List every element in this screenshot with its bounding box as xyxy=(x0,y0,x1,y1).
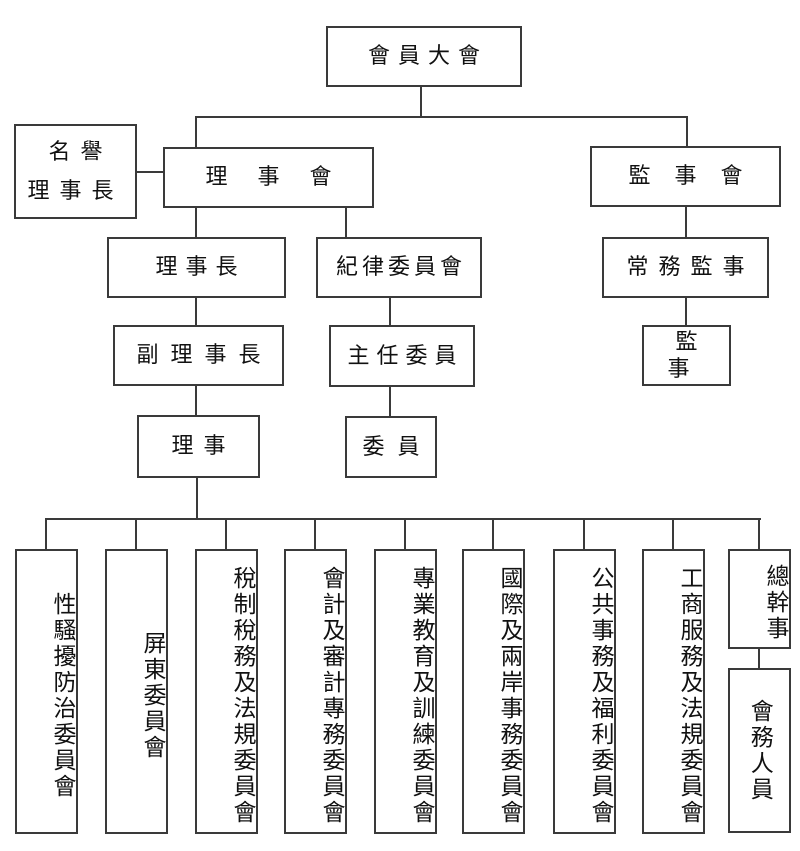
node-committee-public-affairs-welfare: 公共事務及福利委員會 xyxy=(553,549,616,834)
node-board-of-supervisors: 監事會 xyxy=(590,146,781,207)
node-label: 會務人員 xyxy=(747,698,773,803)
node-committee-accounting-auditing: 會計及審計專務委員會 xyxy=(284,549,347,834)
node-committee-professional-education-training: 專業教育及訓練委員會 xyxy=(374,549,437,834)
connector-chief-commissioner xyxy=(389,385,391,417)
node-association-staff: 會務人員 xyxy=(728,668,791,833)
node-label: 理事會 xyxy=(205,164,362,190)
node-supervisor: 監事 xyxy=(642,325,731,386)
node-committee-pingtung: 屏東委員會 xyxy=(105,549,168,834)
connector-board-discipline xyxy=(345,206,347,238)
node-label: 常務監事 xyxy=(626,254,755,280)
connector-bottom-horizontal xyxy=(45,518,761,520)
node-committee-international-cross-strait: 國際及兩岸事務委員會 xyxy=(462,549,525,834)
connector-stub-3 xyxy=(225,518,227,550)
connector-stub-9 xyxy=(758,518,760,550)
connector-stub-2 xyxy=(135,518,137,550)
connector-to-board xyxy=(195,116,197,149)
node-honorary-chairman: 名譽 理事長 xyxy=(14,124,137,219)
node-label: 會員大會 xyxy=(367,43,488,69)
node-secretary-general: 總幹事 xyxy=(728,549,791,649)
connector-stub-4 xyxy=(314,518,316,550)
node-standing-supervisor: 常務監事 xyxy=(602,237,769,298)
connector-board-chairman xyxy=(195,206,197,238)
connector-stub-6 xyxy=(492,518,494,550)
node-member-assembly: 會員大會 xyxy=(326,26,522,87)
node-label: 監事 xyxy=(667,329,714,381)
node-label: 總幹事 xyxy=(763,564,788,642)
node-label: 監事會 xyxy=(628,163,767,189)
node-label: 專業教育及訓練委員會 xyxy=(409,565,434,826)
connector-chairman-vice xyxy=(195,296,197,326)
connector-vice-director xyxy=(195,384,197,416)
connector-director-drop xyxy=(196,476,198,520)
node-label: 稅制稅務及法規委員會 xyxy=(230,565,255,826)
node-label: 屏東委員會 xyxy=(140,630,165,761)
node-label: 國際及兩岸事務委員會 xyxy=(497,565,522,826)
connector-to-supervisors xyxy=(686,116,688,149)
connector-top-horizontal xyxy=(195,116,688,118)
connector-stub-5 xyxy=(404,518,406,550)
node-committee-sexual-harassment-prevention: 性騷擾防治委員會 xyxy=(15,549,78,834)
connector-discipline-chief xyxy=(389,296,391,327)
node-discipline-committee: 紀律委員會 xyxy=(316,237,482,298)
node-label-line2: 理事長 xyxy=(27,177,124,203)
connector-secretary-staff xyxy=(758,647,760,669)
node-label: 工商服務及法規委員會 xyxy=(677,565,702,826)
node-label: 公共事務及福利委員會 xyxy=(588,565,613,826)
node-board-of-directors: 理事會 xyxy=(163,147,374,208)
node-label: 理事長 xyxy=(155,254,246,280)
node-committee-tax-system-regulations: 稅制稅務及法規委員會 xyxy=(195,549,258,834)
connector-standing-supervisor xyxy=(685,295,687,326)
node-label: 主任委員 xyxy=(347,342,464,368)
node-label: 紀律委員會 xyxy=(335,254,466,280)
node-label: 副理事長 xyxy=(136,342,273,368)
node-label: 性騷擾防治委員會 xyxy=(50,591,75,800)
connector-stub-8 xyxy=(672,518,674,550)
connector-honorary xyxy=(137,171,165,173)
connector-root-drop xyxy=(420,86,422,118)
connector-supervisors-standing xyxy=(685,205,687,238)
node-label: 理事 xyxy=(171,433,236,459)
connector-stub-1 xyxy=(45,518,47,550)
node-label: 委員 xyxy=(362,433,433,459)
node-chief-commissioner: 主任委員 xyxy=(329,325,475,387)
node-commissioner: 委員 xyxy=(345,416,437,478)
node-committee-business-service-regulations: 工商服務及法規委員會 xyxy=(642,549,705,834)
connector-stub-7 xyxy=(583,518,585,550)
node-label-line1: 名譽 xyxy=(48,139,113,164)
node-director: 理事 xyxy=(137,415,260,478)
node-chairman: 理事長 xyxy=(107,237,286,298)
node-vice-chairman: 副理事長 xyxy=(113,325,284,386)
node-label: 會計及審計專務委員會 xyxy=(319,565,344,826)
